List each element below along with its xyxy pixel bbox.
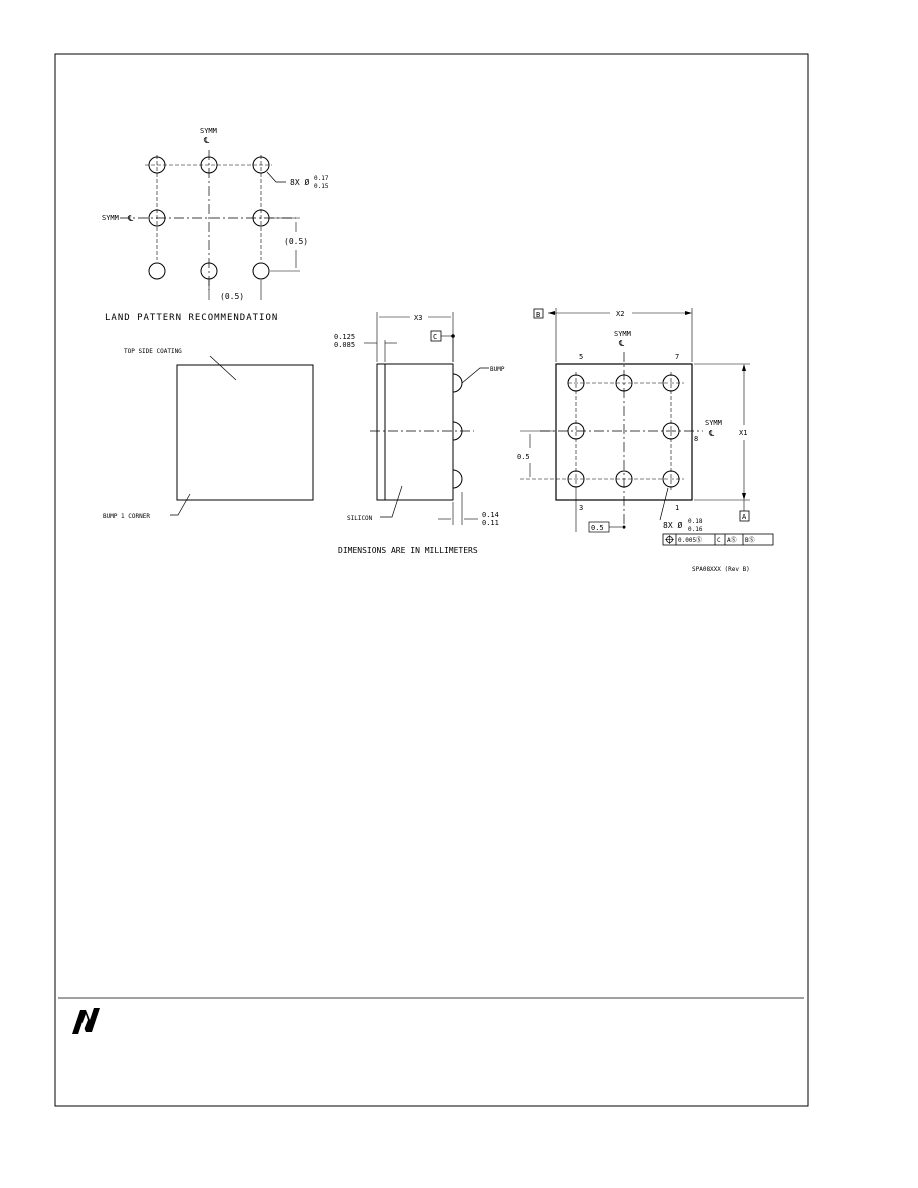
- pad-dia-lower: 0.15: [314, 183, 329, 190]
- land-symm-top-label: SYMM: [200, 127, 217, 135]
- land-pad: [148, 262, 166, 280]
- pin-7-label: 7: [675, 353, 679, 361]
- datum-c-label: C: [433, 333, 437, 341]
- pad-dia-upper: 0.17: [314, 175, 329, 182]
- side-view-body: [376, 363, 454, 501]
- land-pattern-view: [120, 150, 300, 300]
- pin-8-label: 8: [694, 435, 698, 443]
- x1-arrow-top: [742, 364, 746, 371]
- bottom-view: [520, 308, 774, 546]
- coating-leader: [209, 355, 237, 381]
- bump-height-upper: 0.14: [482, 511, 499, 519]
- ball: [662, 470, 680, 488]
- national-semiconductor-logo-icon: [72, 1008, 100, 1034]
- land-pad: [252, 156, 270, 174]
- ball: [662, 374, 680, 392]
- top-coating-label: TOP SIDE COATING: [124, 348, 182, 355]
- land-pattern-title: LAND PATTERN RECOMMENDATION: [105, 313, 278, 323]
- x1-arrow-bottom: [742, 493, 746, 500]
- ball: [662, 422, 680, 440]
- ball: [567, 422, 585, 440]
- land-pad: [148, 209, 166, 227]
- land-pad: [252, 262, 270, 280]
- datum-a-box: [739, 510, 750, 522]
- top-view-body: [176, 364, 314, 501]
- ball-dia-upper: 0.18: [688, 518, 703, 525]
- side-bump: [452, 469, 463, 489]
- datum-a-label: A: [742, 513, 747, 521]
- ball: [567, 470, 585, 488]
- fcf-frame: [662, 533, 774, 546]
- datum-c-dot: [451, 334, 455, 338]
- land-centerline-left-symbol: ℄: [127, 214, 134, 223]
- bump-label: BUMP: [490, 366, 505, 373]
- pin-5-label: 5: [579, 353, 583, 361]
- ball-callout-leader: [659, 487, 669, 521]
- datum-b-box: [533, 308, 544, 319]
- land-pad: [200, 262, 218, 280]
- ball-pitch-vertical-label: 0.5: [517, 453, 530, 461]
- ball: [615, 470, 633, 488]
- bottom-symm-right-label: SYMM: [705, 419, 722, 427]
- coating-lower: 0.085: [334, 341, 355, 349]
- fcf-ref-b: BⓈ: [745, 536, 755, 544]
- ball: [567, 374, 585, 392]
- ball-dia-lower: 0.16: [688, 526, 703, 533]
- units-note: DIMENSIONS ARE IN MILLIMETERS: [338, 546, 478, 555]
- x2-arrow-right: [685, 311, 692, 315]
- land-centerline-top-symbol: ℄: [203, 136, 210, 145]
- top-view: [170, 355, 314, 516]
- ball-callout-count: 8X Ø: [663, 520, 682, 530]
- pin-1-label: 1: [675, 504, 679, 512]
- land-pad: [148, 156, 166, 174]
- x3-label: X3: [414, 314, 422, 322]
- bottom-centerline-right-symbol: ℄: [708, 429, 715, 438]
- drawing-number: SPA08XXX (Rev B): [692, 566, 750, 573]
- fcf-tolerance: 0.005Ⓢ: [678, 536, 702, 544]
- fcf-ref-c: C: [717, 537, 721, 544]
- fcf-ref-a: AⓈ: [727, 536, 737, 544]
- ball: [615, 374, 633, 392]
- silicon-leader: [380, 485, 403, 518]
- ball-pitch-horizontal-label: 0.5: [591, 524, 604, 532]
- land-pitch-vertical-label: (0.5): [284, 237, 308, 246]
- page-border: [54, 53, 809, 1107]
- land-pad: [200, 156, 218, 174]
- pad-callout-count: 8X Ø: [290, 177, 309, 187]
- corner-leader: [170, 493, 191, 516]
- side-view: [364, 312, 489, 525]
- silicon-label: SILICON: [347, 515, 373, 522]
- pitch-dim-dot: [622, 525, 626, 529]
- pin-3-label: 3: [579, 504, 583, 512]
- bottom-symm-top-label: SYMM: [614, 330, 631, 338]
- bottom-centerline-top-symbol: ℄: [618, 339, 625, 348]
- land-symm-left-label: SYMM: [102, 214, 119, 222]
- bump-height-lower: 0.11: [482, 519, 499, 527]
- x1-label: X1: [739, 429, 747, 437]
- x2-label: X2: [616, 310, 624, 318]
- land-pitch-horizontal-label: (0.5): [220, 292, 244, 301]
- datum-b-label: B: [536, 311, 540, 319]
- land-pad: [252, 209, 270, 227]
- side-bump: [452, 373, 463, 393]
- coating-upper: 0.125: [334, 333, 355, 341]
- bump1-corner-label: BUMP 1 CORNER: [103, 513, 150, 520]
- pad-callout-leader: [266, 171, 286, 183]
- x2-arrow-left: [548, 311, 555, 315]
- bump-leader: [461, 367, 489, 384]
